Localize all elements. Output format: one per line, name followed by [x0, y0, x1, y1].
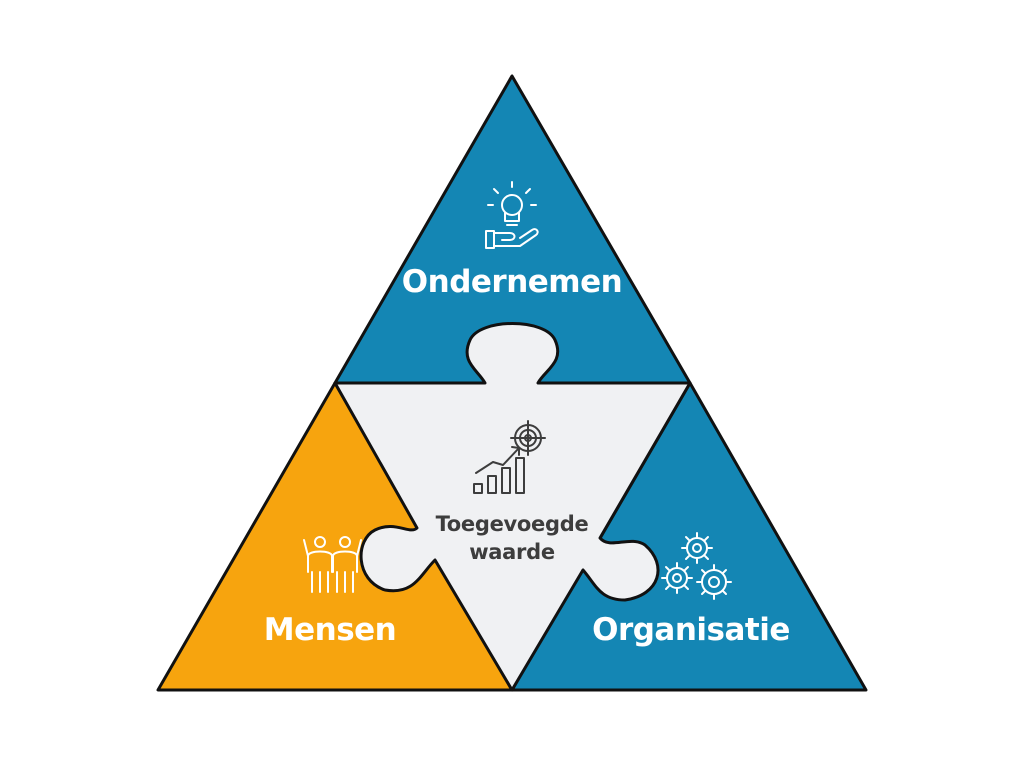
- section-label-organisatie: Organisatie: [592, 612, 790, 648]
- lightbulb-in-hand-icon: [485, 181, 539, 249]
- center-label-line2: waarde: [469, 540, 555, 564]
- section-label-ondernemen: Ondernemen: [401, 264, 623, 300]
- growth-target-chart-icon: [473, 420, 546, 494]
- section-label-toegevoegde-waarde: Toegevoegde waarde: [402, 510, 622, 566]
- gears-icon: [661, 532, 732, 600]
- center-label-line1: Toegevoegde: [435, 512, 589, 536]
- section-center-toegevoegde-waarde: [333, 322, 692, 692]
- section-label-mensen: Mensen: [263, 612, 397, 648]
- people-group-icon: [303, 536, 362, 593]
